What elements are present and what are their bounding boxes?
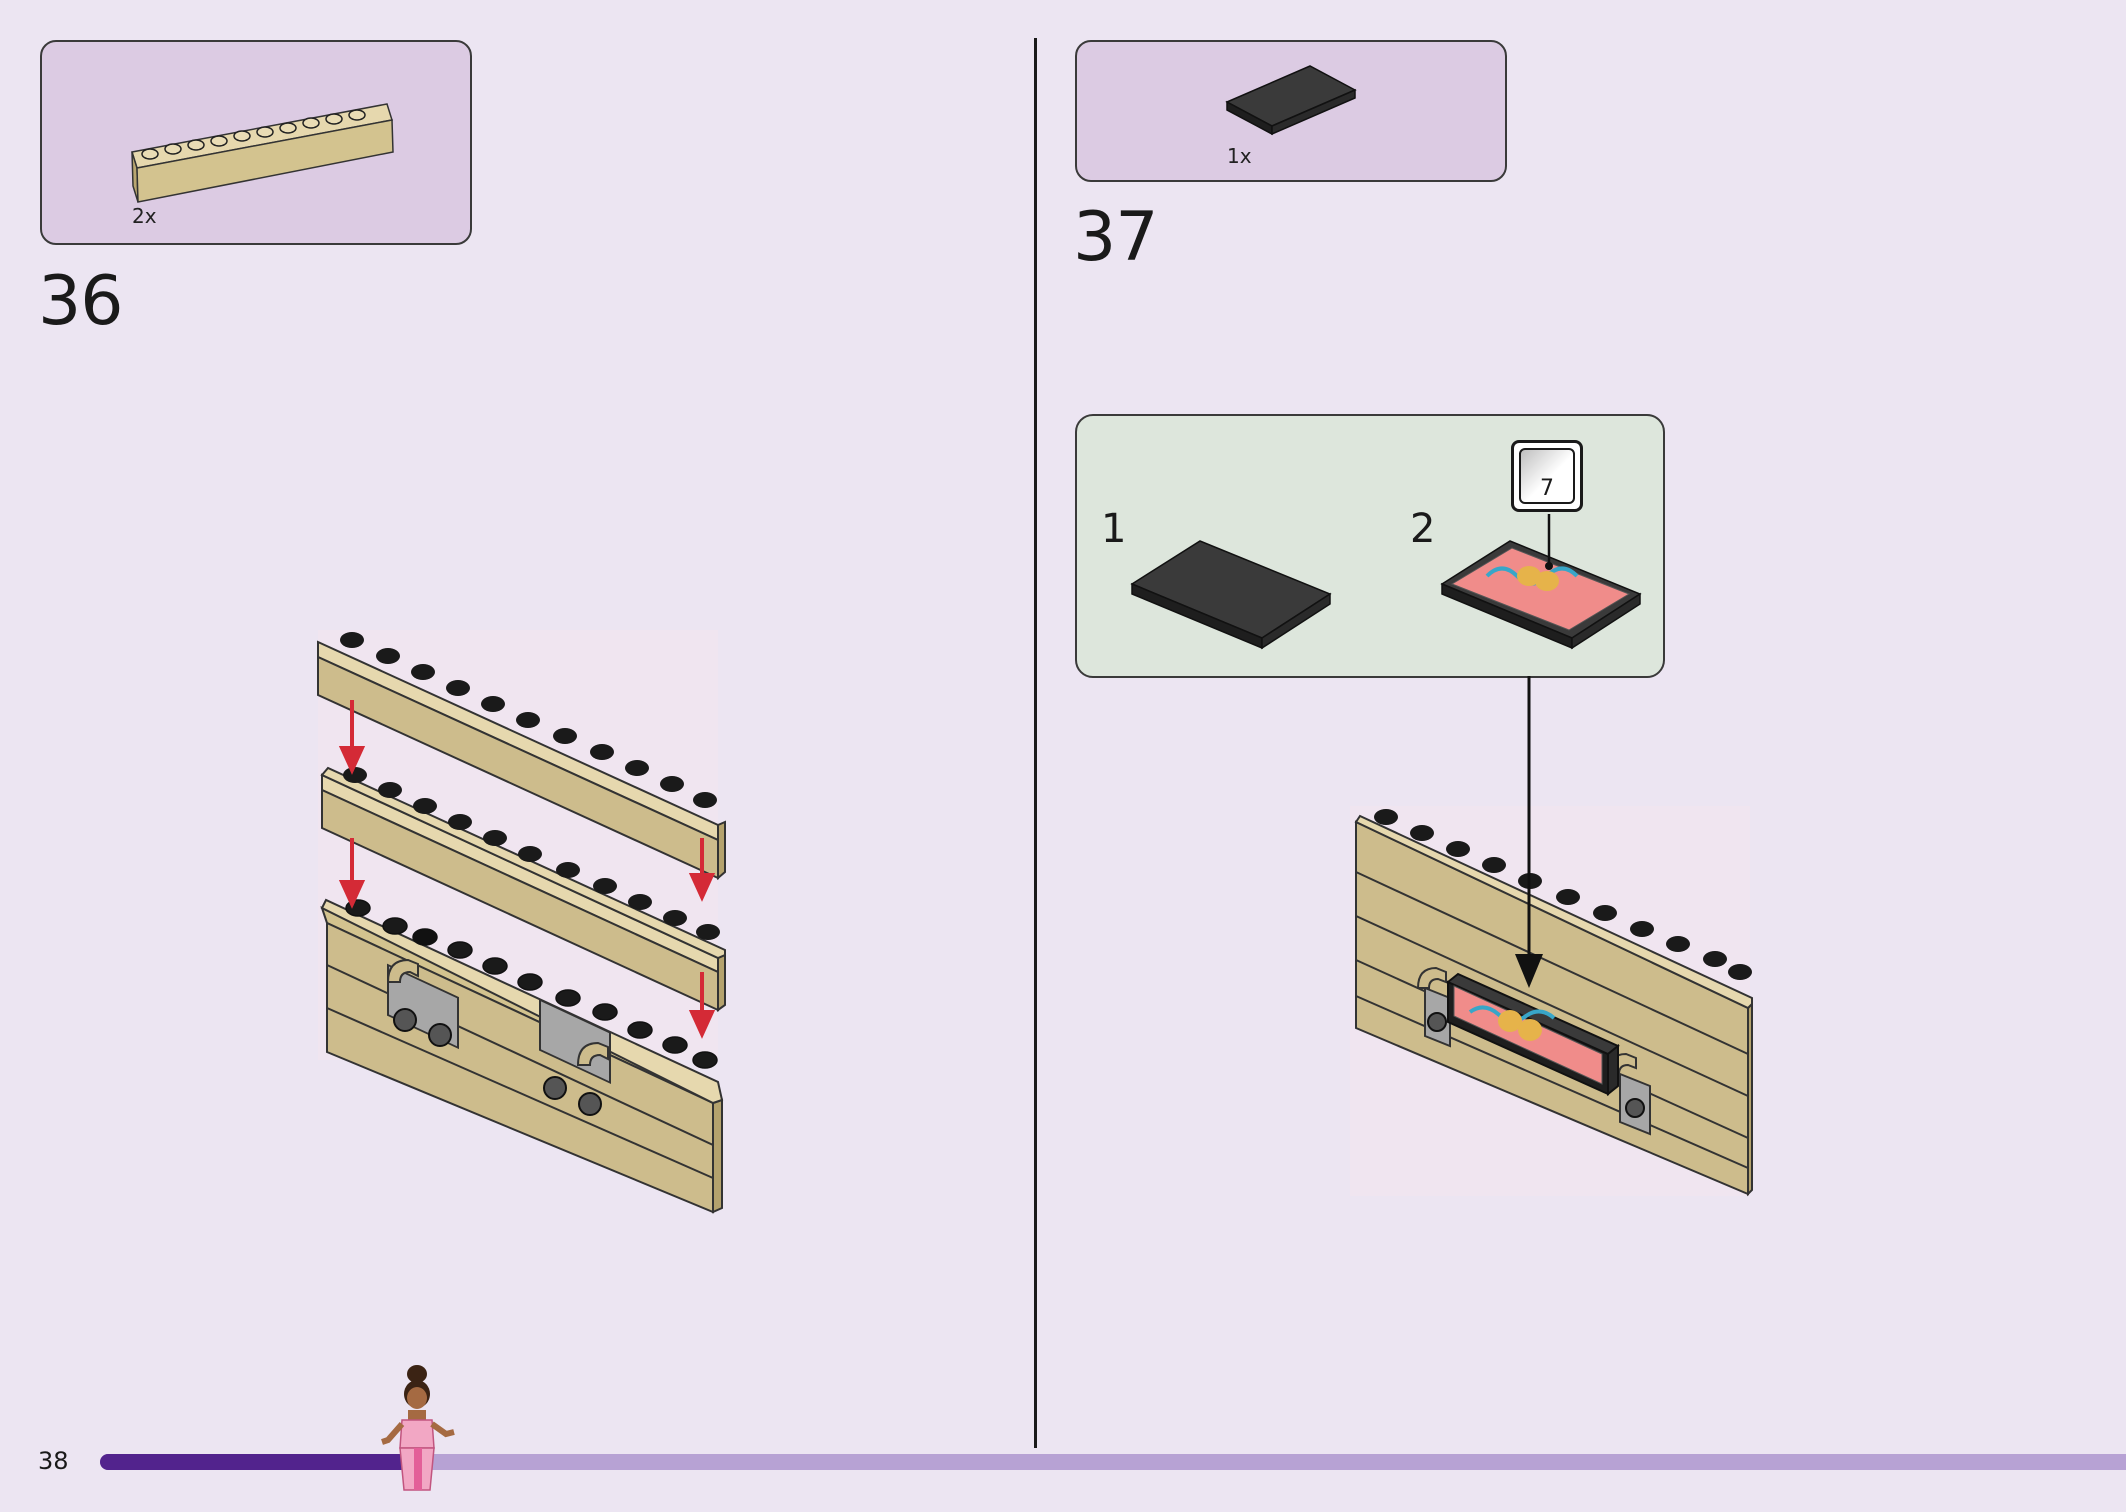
page-divider [1034,38,1037,1448]
parts-callout-step-37: 1x [1075,40,1507,182]
step-37-build-illustration [1350,806,1753,1197]
sticker-reference-icon: 7 [1511,440,1583,512]
minifigure-progress-marker-icon [381,1365,455,1491]
sticker-number: 7 [1540,476,1554,501]
part-quantity: 2x [132,204,157,228]
step-number-36: 36 [38,262,124,341]
black-tile-2x4-icon [1225,65,1357,136]
progress-bar-track [100,1454,2126,1470]
progress-bar-fill [100,1454,421,1470]
sub-step-number-1: 1 [1101,506,1127,552]
parts-callout-step-36: 2x [40,40,472,245]
tan-brick-1x10-icon [131,103,394,203]
step-number-37: 37 [1073,198,1159,277]
page-number: 38 [38,1447,69,1475]
step-36-build-illustration [317,630,726,1214]
sticker-sheet-icon: 7 [1519,448,1575,504]
sub-assembly-parts [1130,514,1642,650]
sub-step-number-2: 2 [1410,506,1436,552]
part-quantity: 1x [1227,144,1252,168]
placement-arrow [1515,676,1543,988]
